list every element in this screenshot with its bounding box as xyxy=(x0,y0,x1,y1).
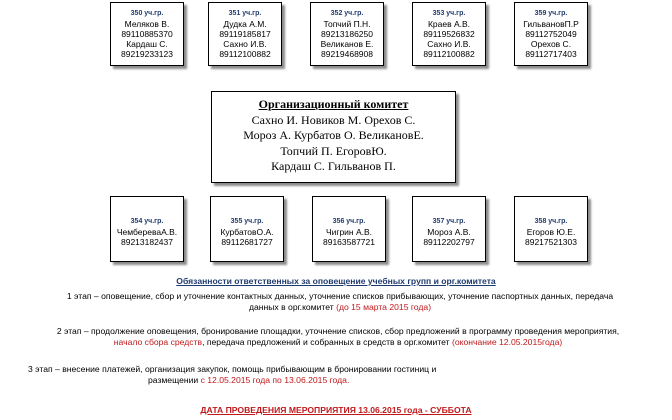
stage-2-highlight: начало сбора средств xyxy=(113,337,203,347)
contact-phone: 89219468908 xyxy=(320,49,373,59)
stage-2-text: 2 этап – продолжение оповещения, брониро… xyxy=(8,326,668,348)
group-box-354: 354 уч.гр. ЧембереваА.В. 89213182437 xyxy=(110,196,184,262)
stage-2-line: 2 этап – продолжение оповещения, брониро… xyxy=(56,326,620,336)
group-number: 350 уч.гр. xyxy=(130,10,164,17)
stage-1-text: 1 этап – оповещение, сбор и уточнение ко… xyxy=(20,291,660,313)
contact-name: КурбатовО.А. xyxy=(220,227,274,237)
contact-name: Чигрин А.В. xyxy=(325,227,373,237)
group-box-351: 351 уч.гр. Дудка А.М. 89119185817 Сахно … xyxy=(208,2,282,66)
contact-phone: 89213182437 xyxy=(120,237,173,247)
group-box-357: 357 уч.гр. Мороз А.В. 89112202797 xyxy=(412,196,486,262)
group-box-356: 356 уч.гр. Чигрин А.В. 89163587721 xyxy=(312,196,386,262)
contact-phone: 89213186250 xyxy=(320,29,373,39)
stage-2-line: , передача предложений и собранных в сре… xyxy=(202,337,450,347)
group-number: 354 уч.гр. xyxy=(130,218,164,225)
stage-3-period: с 12.05.2015 года по 13.06.2015 года. xyxy=(200,375,350,385)
contact-name: Сахно И.В. xyxy=(223,39,267,49)
contact-phone: 89219233123 xyxy=(120,49,173,59)
stage-1-line: данных в орг.комитет xyxy=(248,302,334,312)
contact-name: Меляков В. xyxy=(124,19,170,29)
contact-name: Дудка А.М. xyxy=(223,19,267,29)
group-number: 352 уч.гр. xyxy=(330,10,364,17)
contact-name: Сахно И.В. xyxy=(427,39,471,49)
group-number: 356 уч.гр. xyxy=(332,218,366,225)
contact-phone: 89119526832 xyxy=(423,29,475,39)
event-date: ДАТА ПРОВЕДЕНИЯ МЕРОПРИЯТИЯ 13.06.2015 г… xyxy=(200,405,472,415)
committee-line: Топчий П. ЕгоровЮ. xyxy=(280,143,387,158)
contact-name: Кардаш С. xyxy=(126,39,168,49)
group-number: 351 уч.гр. xyxy=(228,10,262,17)
organizing-committee-box: Организационный комитет Сахно И. Новиков… xyxy=(211,91,456,183)
contact-phone: 89112681727 xyxy=(221,237,273,247)
contact-phone: 89112202797 xyxy=(423,237,475,247)
group-number: 357 уч.гр. xyxy=(432,218,466,225)
contact-phone: 89119185817 xyxy=(219,29,271,39)
contact-name: Егоров Ю.Е. xyxy=(526,227,576,237)
contact-name: Краев А.В. xyxy=(427,19,471,29)
contact-name: ГильвановП.Р xyxy=(523,19,579,29)
committee-line: Сахно И. Новиков М. Орехов С. xyxy=(251,112,416,127)
committee-line: Кардаш С. Гильванов П. xyxy=(271,159,396,173)
contact-phone: 89112752049 xyxy=(525,29,577,39)
stage-2-deadline: (окончание 12.05.2015года) xyxy=(452,337,563,347)
group-number: 359 уч.гр. xyxy=(534,10,568,17)
group-box-359: 359 уч.гр. ГильвановП.Р 89112752049 Орех… xyxy=(514,2,588,66)
contact-name: Великанов Е. xyxy=(320,39,374,49)
contact-phone: 89112717403 xyxy=(525,49,577,59)
committee-line: Мороз А. Курбатов О. ВеликановЕ. xyxy=(243,128,424,142)
contact-phone: 89163587721 xyxy=(322,237,375,247)
stage-1-deadline: (до 15 марта 2015 года) xyxy=(336,302,432,312)
group-box-358: 358 уч.гр. Егоров Ю.Е. 89217521303 xyxy=(514,196,588,262)
contact-name: Топчий П.Н. xyxy=(323,19,371,29)
stage-3-line: размещении xyxy=(148,375,199,385)
stage-3-line-2: размещении с 12.05.2015 года по 13.06.20… xyxy=(28,375,508,386)
group-number: 353 уч.гр. xyxy=(432,10,466,17)
contact-name: Орехов С. xyxy=(530,39,572,49)
group-box-355: 355 уч.гр. КурбатовО.А. 89112681727 xyxy=(210,196,284,262)
duties-title: Обязанности ответственных за оповещение … xyxy=(176,276,496,286)
stage-3-line: 3 этап – внесение платежей, организация … xyxy=(28,364,437,374)
contact-phone: 89110885370 xyxy=(121,29,173,39)
stage-3-text: 3 этап – внесение платежей, организация … xyxy=(28,364,508,386)
contact-name: Мороз А.В. xyxy=(427,227,471,237)
group-box-350: 350 уч.гр. Меляков В. 89110885370 Кардаш… xyxy=(110,2,184,66)
contact-phone: 89217521303 xyxy=(524,237,577,247)
contact-phone: 89112100882 xyxy=(423,49,475,59)
contact-name: ЧембереваА.В. xyxy=(116,227,178,237)
group-box-352: 352 уч.гр. Топчий П.Н. 89213186250 Велик… xyxy=(310,2,384,66)
group-box-353: 353 уч.гр. Краев А.В. 89119526832 Сахно … xyxy=(412,2,486,66)
stage-1-line: 1 этап – оповещение, сбор и уточнение ко… xyxy=(66,291,614,301)
committee-title: Организационный комитет xyxy=(258,97,409,111)
contact-phone: 89112100882 xyxy=(219,49,271,59)
group-number: 358 уч.гр. xyxy=(534,218,568,225)
group-number: 355 уч.гр. xyxy=(230,218,264,225)
